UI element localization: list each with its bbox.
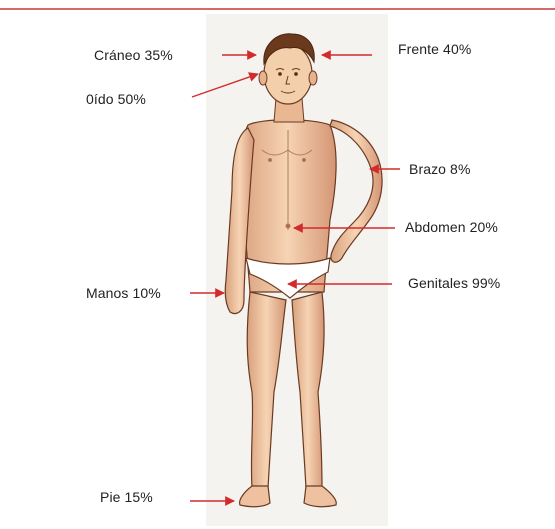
label-abdomen: Abdomen 20% bbox=[405, 219, 498, 235]
feet bbox=[240, 486, 337, 507]
label-craneo: Cráneo 35% bbox=[94, 47, 173, 63]
label-genitales: Genitales 99% bbox=[408, 275, 500, 291]
legs bbox=[247, 292, 324, 488]
label-frente: Frente 40% bbox=[398, 41, 471, 57]
label-pie: Pie 15% bbox=[100, 489, 153, 505]
ear bbox=[309, 71, 317, 85]
label-brazo: Brazo 8% bbox=[409, 161, 471, 177]
ear bbox=[259, 71, 267, 85]
label-oido: 0ído 50% bbox=[86, 91, 146, 107]
label-manos: Manos 10% bbox=[86, 285, 161, 301]
arrow-oido bbox=[192, 74, 258, 97]
right-arm bbox=[330, 120, 382, 262]
